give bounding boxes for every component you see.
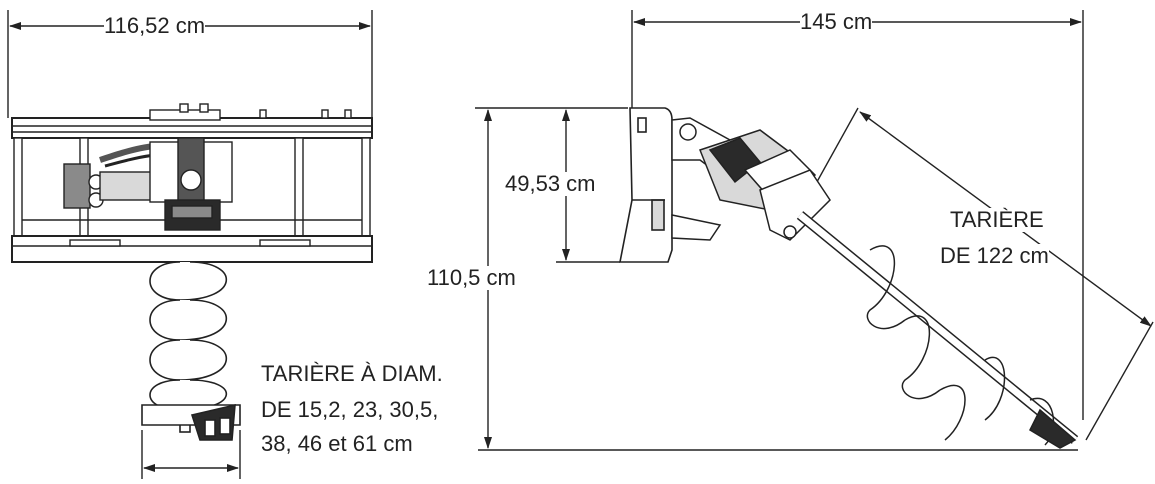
mount-frame-top: [11, 117, 373, 139]
auger-diameter-dimension: [141, 430, 241, 479]
mount-height-label: 49,53 cm: [505, 171, 596, 196]
front-width-label: 116,52 cm: [104, 13, 206, 38]
auger-diameter-note-line3: 38, 46 et 61 cm: [261, 431, 413, 456]
front-view: [7, 10, 373, 263]
front-auger: [141, 261, 241, 441]
drive-hub: [180, 169, 202, 191]
auger-diameter-note-line1: TARIÈRE À DIAM.: [261, 361, 443, 386]
hydraulic-fittings: [63, 163, 91, 209]
total-height-label: 110,5 cm: [427, 265, 516, 290]
side-length-label: 145 cm: [800, 9, 873, 34]
mount-frame-left-post: [13, 137, 23, 237]
mount-frame-bottom: [11, 235, 373, 263]
side-drive-assembly: [671, 117, 831, 241]
auger-length-label-line1: TARIÈRE: [950, 207, 1044, 232]
side-mount-plate: [619, 107, 673, 263]
auger-diameter-note-line2: DE 15,2, 23, 30,5,: [261, 397, 439, 422]
side-auger: [796, 211, 1079, 449]
mount-frame-right-post: [361, 137, 371, 237]
auger-length-label-line2: DE 122 cm: [940, 243, 1049, 268]
